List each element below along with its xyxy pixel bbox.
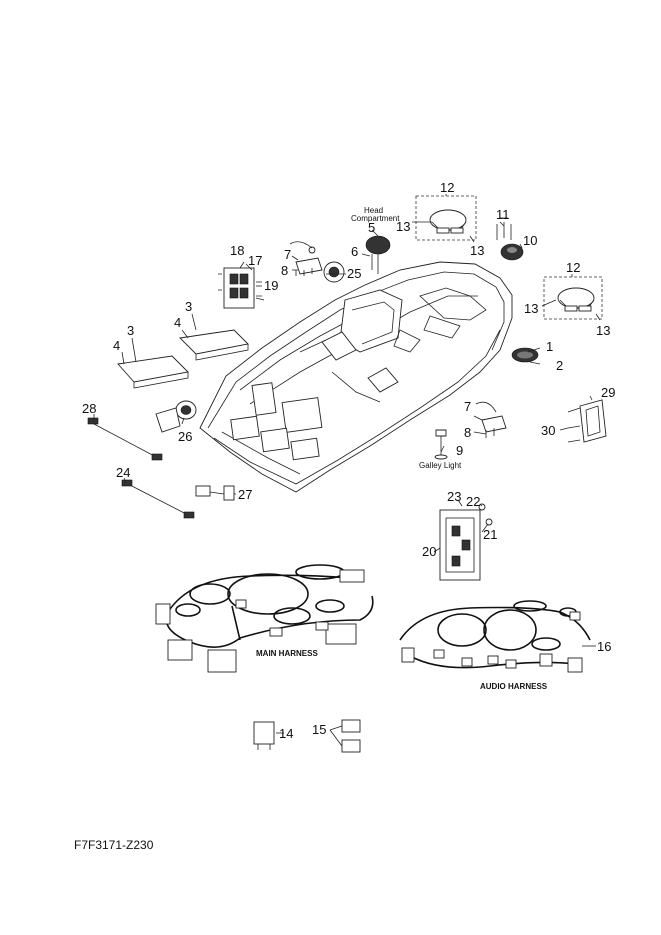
callout-6: 6 xyxy=(351,244,358,259)
callout-5: 5 xyxy=(368,220,375,235)
connector-icon xyxy=(329,719,361,753)
head-compartment-note-line2: Compartment xyxy=(351,214,400,223)
callout-25: 25 xyxy=(347,266,361,281)
callout-14: 14 xyxy=(279,726,293,741)
diagram-code: F7F3171-Z230 xyxy=(74,838,154,852)
callout-8: 8 xyxy=(281,263,288,278)
boat-hull-icon xyxy=(199,261,513,493)
tray-icon xyxy=(179,329,249,361)
callout-27: 27 xyxy=(238,487,252,502)
light-fixture-icon xyxy=(429,209,467,234)
cable-icon xyxy=(87,417,163,461)
panel-icon xyxy=(567,399,607,443)
callout-23: 23 xyxy=(447,489,461,504)
wiring-harness-icon xyxy=(399,600,591,673)
callout-20: 20 xyxy=(422,544,436,559)
audio-harness-label: AUDIO HARNESS xyxy=(480,682,548,691)
callout-19: 19 xyxy=(264,278,278,293)
light-fixture-icon xyxy=(557,287,595,312)
callout-29: 29 xyxy=(601,385,615,400)
callout-4: 4 xyxy=(113,338,120,353)
callout-9: 9 xyxy=(456,443,463,458)
callout-22: 22 xyxy=(466,494,480,509)
power-socket-icon xyxy=(155,400,197,433)
galley-light-note: Galley Light xyxy=(419,461,462,470)
callout-30: 30 xyxy=(541,423,555,438)
fuse-block-icon xyxy=(218,267,262,309)
main-harness-label: MAIN HARNESS xyxy=(256,649,318,658)
callout-10: 10 xyxy=(523,233,537,248)
callout-13: 13 xyxy=(470,243,484,258)
cable-icon xyxy=(121,479,195,519)
wiring-harness-icon xyxy=(155,564,374,673)
callout-2: 2 xyxy=(556,358,563,373)
callout-1: 1 xyxy=(546,339,553,354)
callout-7: 7 xyxy=(464,399,471,414)
callout-21: 21 xyxy=(483,527,497,542)
tray-icon xyxy=(117,355,189,389)
light-fixture-icon xyxy=(500,243,524,261)
callout-18: 18 xyxy=(230,243,244,258)
callout-13: 13 xyxy=(596,323,610,338)
gauge-icon xyxy=(323,261,345,283)
light-fixture-icon xyxy=(434,429,448,460)
control-module-icon xyxy=(439,503,493,581)
callout-28: 28 xyxy=(82,401,96,416)
switch-icon xyxy=(289,241,323,276)
relay-icon xyxy=(253,721,275,750)
callout-12: 12 xyxy=(566,260,580,275)
callout-4: 4 xyxy=(174,315,181,330)
callout-16: 16 xyxy=(597,639,611,654)
callout-8: 8 xyxy=(464,425,471,440)
head-compartment-note-line1: Head xyxy=(364,206,383,215)
callout-7: 7 xyxy=(284,247,291,262)
callout-24: 24 xyxy=(116,465,130,480)
screw-icon xyxy=(496,217,512,240)
callout-12: 12 xyxy=(440,180,454,195)
callout-11: 11 xyxy=(496,207,510,222)
light-fixture-icon xyxy=(511,347,539,363)
callout-13: 13 xyxy=(396,219,410,234)
callout-26: 26 xyxy=(178,429,192,444)
callout-13: 13 xyxy=(524,301,538,316)
callout-17: 17 xyxy=(248,253,262,268)
callout-15: 15 xyxy=(312,722,326,737)
leader-lines xyxy=(93,194,601,734)
switch-icon xyxy=(475,401,507,438)
light-fixture-icon xyxy=(365,235,391,274)
connector-icon xyxy=(195,485,235,501)
callout-3: 3 xyxy=(127,323,134,338)
callout-3: 3 xyxy=(185,299,192,314)
